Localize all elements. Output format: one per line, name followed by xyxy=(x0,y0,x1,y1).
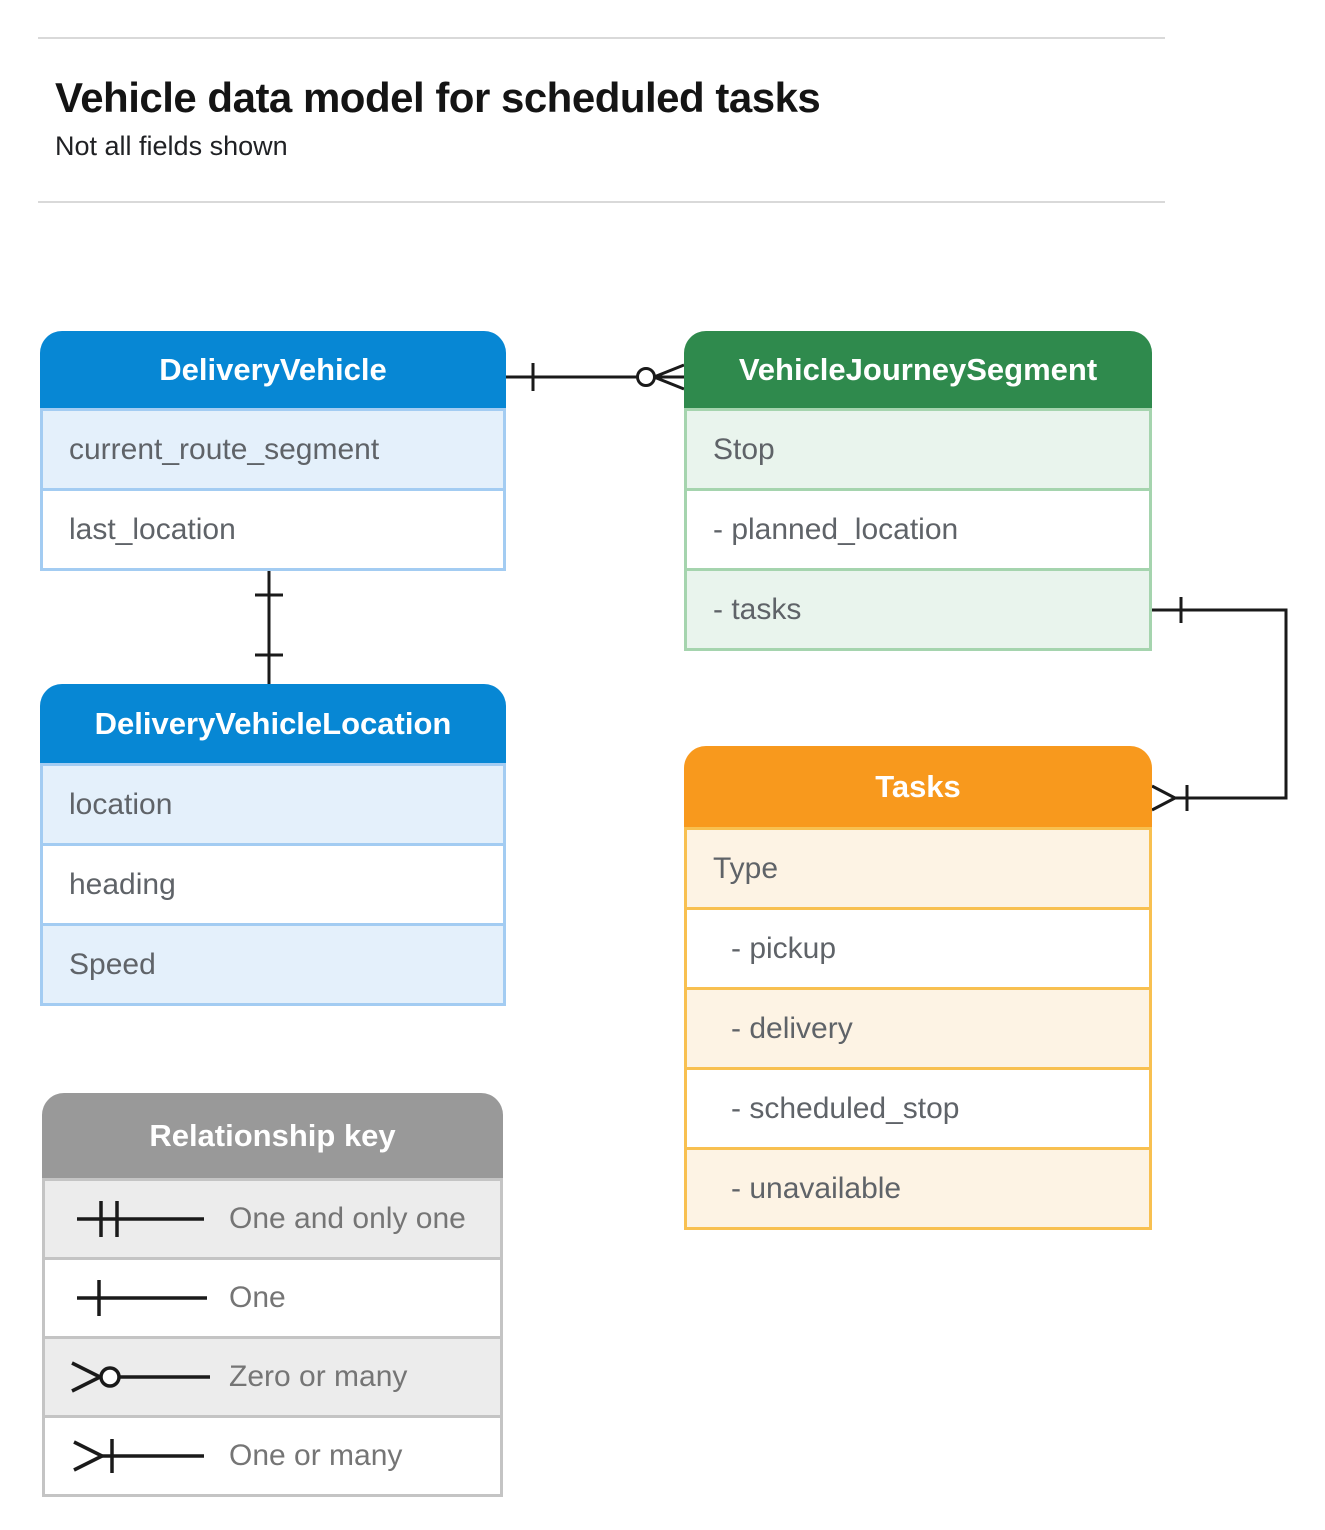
one-or-many-icon xyxy=(73,1439,204,1473)
field-unavailable: - unavailable xyxy=(687,1147,1149,1227)
key-label: One or many xyxy=(229,1439,403,1472)
table-delivery-vehicle-location-body: location heading Speed xyxy=(40,763,506,1006)
field-heading: heading xyxy=(43,843,503,923)
connector-vehiclejourneysegment-tasks xyxy=(1151,597,1288,812)
field-pickup: - pickup xyxy=(687,907,1149,987)
relationship-key-body: One and only one One Zero or many One xyxy=(42,1178,503,1497)
key-label: One xyxy=(229,1281,286,1314)
table-vehicle-journey-segment: VehicleJourneySegment Stop - planned_loc… xyxy=(684,331,1152,651)
table-tasks-header: Tasks xyxy=(684,746,1152,827)
key-row-one: One xyxy=(45,1257,500,1336)
page-subtitle: Not all fields shown xyxy=(55,131,288,161)
top-divider xyxy=(38,37,1165,39)
key-row-one-and-only-one: One and only one xyxy=(45,1178,500,1257)
field-type: Type xyxy=(687,827,1149,907)
field-current-route-segment: current_route_segment xyxy=(43,408,503,488)
field-tasks: - tasks xyxy=(687,568,1149,648)
zero-or-many-icon xyxy=(71,1361,210,1393)
field-last-location: last_location xyxy=(43,488,503,568)
field-speed: Speed xyxy=(43,923,503,1003)
table-vehicle-journey-segment-body: Stop - planned_location - tasks xyxy=(684,408,1152,651)
one-icon xyxy=(77,1280,207,1316)
connector-deliveryvehicle-vehiclejourneysegment xyxy=(506,363,685,391)
key-label: One and only one xyxy=(229,1202,466,1235)
header-divider xyxy=(38,201,1165,203)
key-row-zero-or-many: Zero or many xyxy=(45,1336,500,1415)
field-stop: Stop xyxy=(687,408,1149,488)
key-row-one-or-many: One or many xyxy=(45,1415,500,1494)
field-scheduled-stop: - scheduled_stop xyxy=(687,1067,1149,1147)
field-planned-location: - planned_location xyxy=(687,488,1149,568)
table-tasks: Tasks Type - pickup - delivery - schedul… xyxy=(684,746,1152,1230)
field-delivery: - delivery xyxy=(687,987,1149,1067)
table-delivery-vehicle: DeliveryVehicle current_route_segment la… xyxy=(40,331,506,571)
relationship-key: Relationship key One and only one One Ze xyxy=(42,1093,503,1497)
table-tasks-body: Type - pickup - delivery - scheduled_sto… xyxy=(684,827,1152,1230)
relationship-key-header: Relationship key xyxy=(42,1093,503,1178)
table-delivery-vehicle-location: DeliveryVehicleLocation location heading… xyxy=(40,684,506,1006)
table-delivery-vehicle-header: DeliveryVehicle xyxy=(40,331,506,408)
field-location: location xyxy=(43,763,503,843)
one-and-only-one-icon xyxy=(77,1201,204,1237)
table-delivery-vehicle-body: current_route_segment last_location xyxy=(40,408,506,571)
connector-deliveryvehicle-deliveryvehiclelocation xyxy=(255,569,283,684)
key-label: Zero or many xyxy=(229,1360,408,1393)
table-delivery-vehicle-location-header: DeliveryVehicleLocation xyxy=(40,684,506,763)
page-title: Vehicle data model for scheduled tasks xyxy=(55,74,821,121)
table-vehicle-journey-segment-header: VehicleJourneySegment xyxy=(684,331,1152,408)
